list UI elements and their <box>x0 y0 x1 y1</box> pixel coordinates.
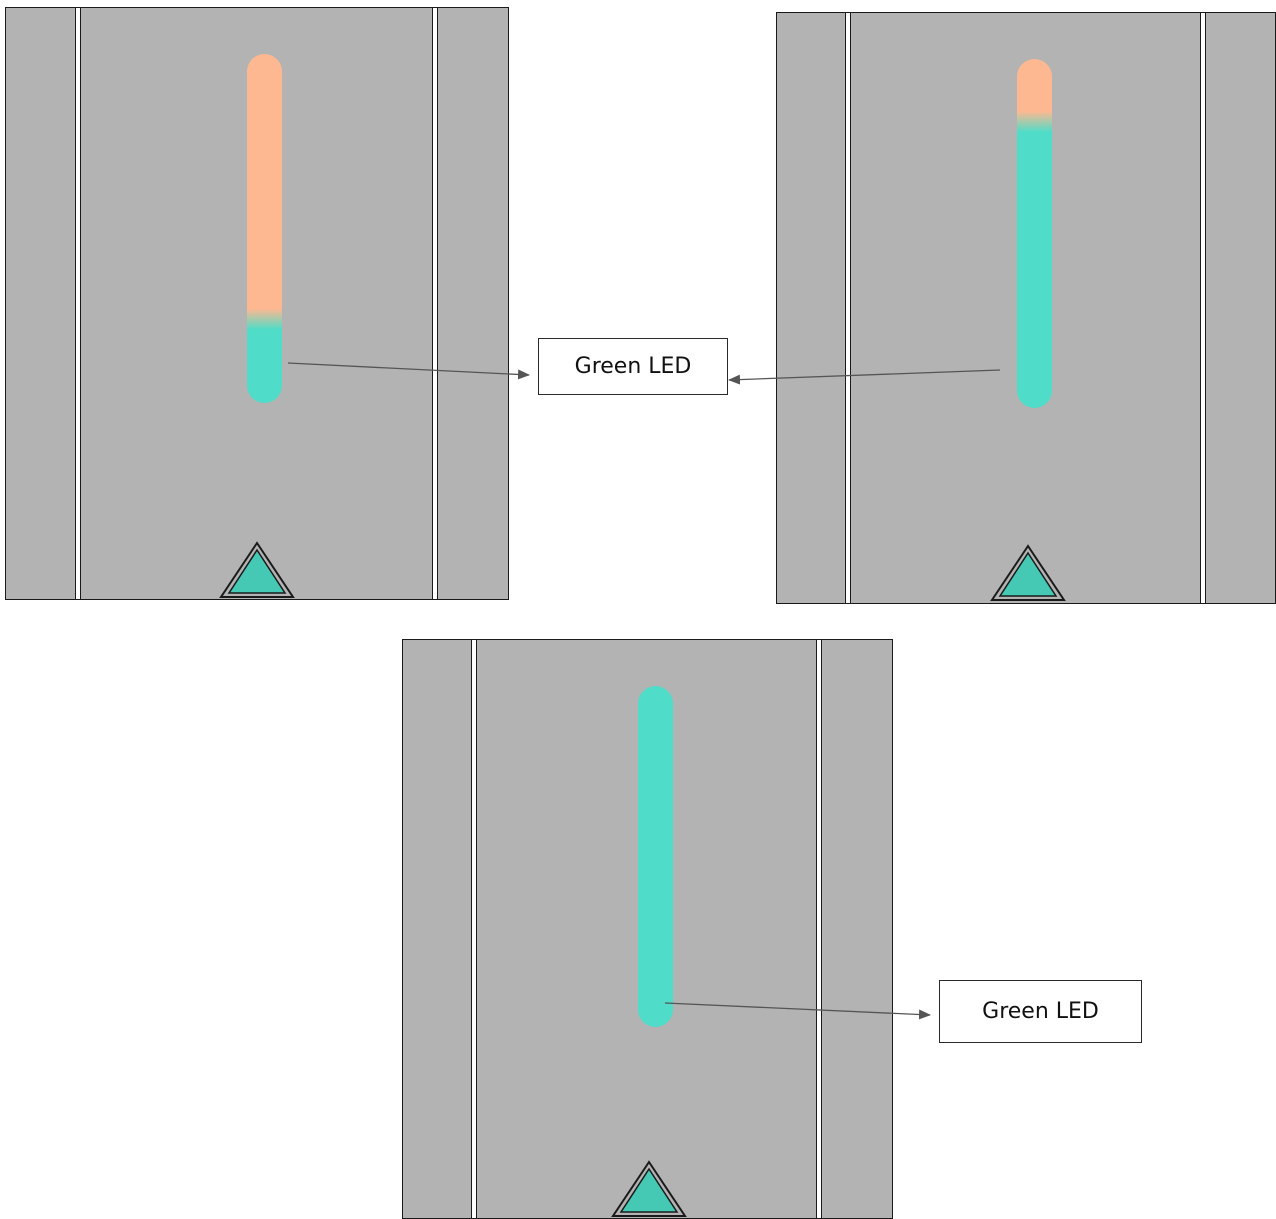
left-rail <box>471 640 477 1218</box>
warning-triangle-icon <box>990 544 1066 601</box>
right-rail <box>816 640 822 1218</box>
led-bar <box>638 686 673 1027</box>
right-rail <box>432 8 438 599</box>
device-panel-top-right <box>776 12 1276 604</box>
green-led-label-top: Green LED <box>538 338 728 395</box>
led-bar <box>1017 59 1052 408</box>
warning-triangle-icon <box>611 1160 687 1217</box>
green-led-label-bottom: Green LED <box>939 980 1142 1043</box>
warning-triangle-icon <box>219 541 295 598</box>
left-rail <box>75 8 81 599</box>
device-panel-bottom <box>402 639 893 1219</box>
right-rail <box>1200 13 1206 603</box>
device-panel-top-left <box>5 7 509 600</box>
left-rail <box>845 13 851 603</box>
led-bar <box>247 54 282 403</box>
